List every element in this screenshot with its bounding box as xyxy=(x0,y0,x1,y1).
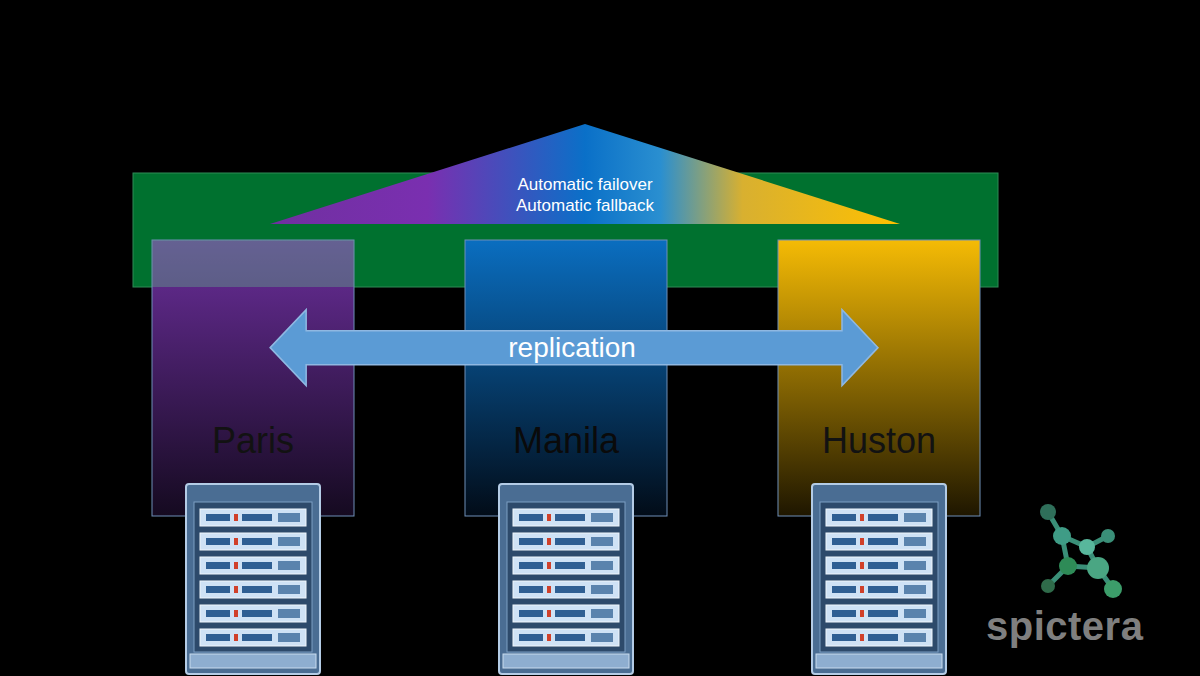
server-racks xyxy=(186,484,946,674)
replication-arrow xyxy=(270,310,878,386)
server-rack xyxy=(812,484,946,674)
roof-label: Automatic fallback xyxy=(516,195,654,216)
text-box: Huston xyxy=(778,418,980,463)
text-box: Paris xyxy=(152,418,354,463)
logo-mark xyxy=(1040,504,1122,598)
server-rack xyxy=(186,484,320,674)
edge-label: replication xyxy=(508,332,636,364)
text-box: Automatic failoverAutomatic fallback xyxy=(270,174,900,217)
site-column: Huston xyxy=(778,240,980,516)
column-fills xyxy=(152,240,980,516)
site-column: Paris xyxy=(152,240,354,516)
column-fill xyxy=(152,240,354,516)
site-name: Huston xyxy=(822,418,936,463)
column-fill xyxy=(778,240,980,516)
roof-triangle: Automatic failoverAutomatic fallback xyxy=(270,124,900,224)
roof-label: Automatic failover xyxy=(517,174,652,195)
server-rack xyxy=(499,484,633,674)
band-overlay xyxy=(152,240,354,287)
site-name: Paris xyxy=(212,418,294,463)
logo-wordmark: spictera xyxy=(986,604,1143,649)
text-box: Manila xyxy=(465,418,667,463)
column-fill xyxy=(465,240,667,516)
site-name: Manila xyxy=(513,418,619,463)
roof-fill xyxy=(270,124,900,224)
site-column: Manila xyxy=(465,240,667,516)
